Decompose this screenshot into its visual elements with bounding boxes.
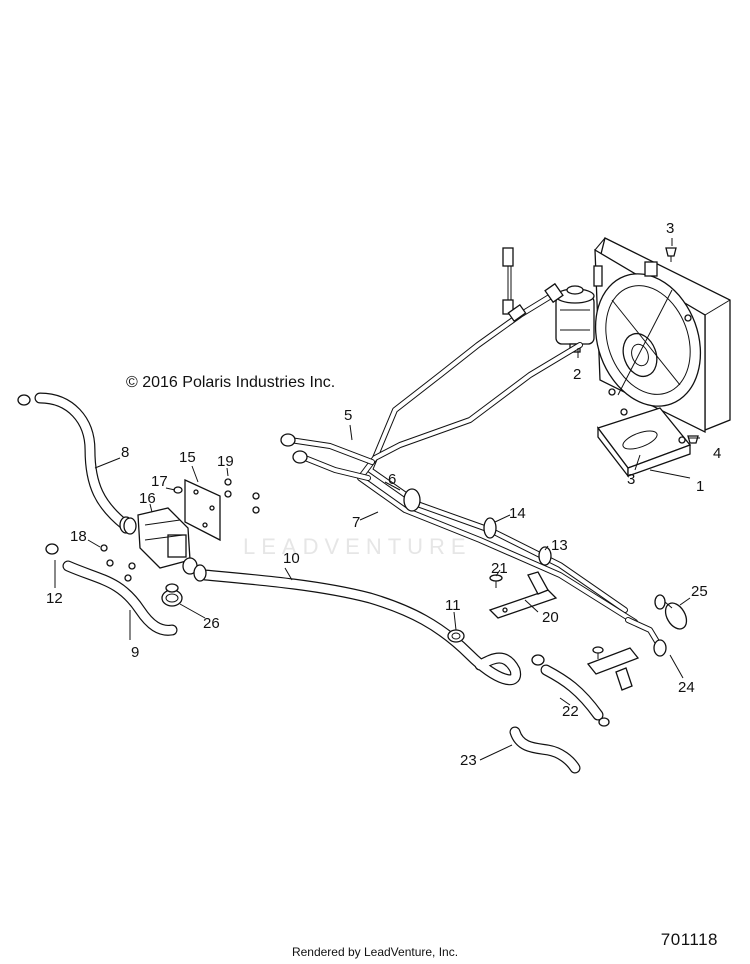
callout-10: 10 bbox=[283, 550, 300, 567]
callout-3-bottom: 3 bbox=[627, 471, 635, 488]
clamp-part-6[interactable] bbox=[403, 488, 421, 512]
screw-part-17[interactable] bbox=[173, 486, 183, 494]
watermark: LEADVENTURE bbox=[243, 534, 472, 559]
callout-1: 1 bbox=[696, 478, 704, 495]
leader-lines bbox=[54, 238, 700, 761]
callout-25: 25 bbox=[691, 583, 708, 600]
screw-part-21[interactable] bbox=[489, 574, 503, 588]
hose-part-23[interactable] bbox=[509, 726, 581, 774]
clamp-part-26[interactable] bbox=[161, 583, 183, 607]
callout-21: 21 bbox=[491, 560, 508, 577]
callout-2: 2 bbox=[573, 366, 581, 383]
callout-5: 5 bbox=[344, 407, 352, 424]
ac-line-part-7[interactable] bbox=[357, 342, 638, 625]
callout-16: 16 bbox=[139, 490, 156, 507]
ac-line-part-6[interactable] bbox=[280, 433, 375, 481]
callout-22: 22 bbox=[562, 703, 579, 720]
rendered-by-footer: Rendered by LeadVenture, Inc. bbox=[291, 945, 459, 959]
screw-part-3-top[interactable] bbox=[665, 247, 677, 262]
callout-labels: 3 2 3 1 4 5 6 7 8 9 10 11 12 13 14 15 16… bbox=[46, 220, 721, 769]
washer-part-19[interactable] bbox=[224, 478, 260, 514]
callout-19: 19 bbox=[217, 453, 234, 470]
copyright-notice: © 2016 Polaris Industries Inc. bbox=[126, 374, 336, 391]
hose-part-9[interactable] bbox=[45, 543, 178, 636]
callout-3-top: 3 bbox=[666, 220, 674, 237]
bracket-part-20[interactable] bbox=[488, 571, 558, 619]
screw-lower[interactable] bbox=[592, 646, 604, 659]
mount-plate-part-15[interactable] bbox=[184, 478, 221, 542]
filter-drier-part-2[interactable] bbox=[555, 285, 595, 353]
callout-15: 15 bbox=[179, 449, 196, 466]
radiator-assembly[interactable] bbox=[578, 237, 731, 434]
ac-line-part-5[interactable] bbox=[367, 282, 628, 613]
callout-17: 17 bbox=[151, 473, 168, 490]
callout-4: 4 bbox=[713, 445, 721, 462]
callout-11: 11 bbox=[445, 597, 461, 614]
callout-14: 14 bbox=[509, 505, 526, 522]
hose-part-8[interactable] bbox=[17, 392, 133, 534]
callout-9: 9 bbox=[131, 644, 139, 661]
callout-12: 12 bbox=[46, 590, 63, 607]
bracket-tray-part-1[interactable] bbox=[596, 407, 692, 478]
callout-13: 13 bbox=[551, 537, 568, 554]
callout-23: 23 bbox=[460, 752, 477, 769]
bracket-lower[interactable] bbox=[586, 647, 640, 691]
callout-18: 18 bbox=[70, 528, 87, 545]
clamp-part-14[interactable] bbox=[483, 517, 497, 539]
fitting-part-25[interactable] bbox=[654, 594, 691, 633]
hose-part-10[interactable] bbox=[193, 564, 522, 686]
diagram-number: 701118 bbox=[660, 930, 718, 949]
clamp-part-13[interactable] bbox=[538, 546, 552, 566]
callout-6: 6 bbox=[388, 471, 396, 488]
screw-part-18[interactable] bbox=[100, 544, 136, 582]
pressure-sensor[interactable] bbox=[502, 247, 514, 315]
callout-24: 24 bbox=[678, 679, 695, 696]
callout-20: 20 bbox=[542, 609, 559, 626]
callout-7: 7 bbox=[352, 514, 360, 531]
callout-26: 26 bbox=[203, 615, 220, 632]
fitting-part-24[interactable] bbox=[625, 617, 667, 657]
callout-8: 8 bbox=[121, 444, 129, 461]
clamp-part-11[interactable] bbox=[447, 629, 465, 643]
hose-part-22[interactable] bbox=[531, 654, 610, 727]
valve-part-16[interactable] bbox=[123, 507, 198, 575]
screw-part-4[interactable] bbox=[687, 435, 699, 444]
